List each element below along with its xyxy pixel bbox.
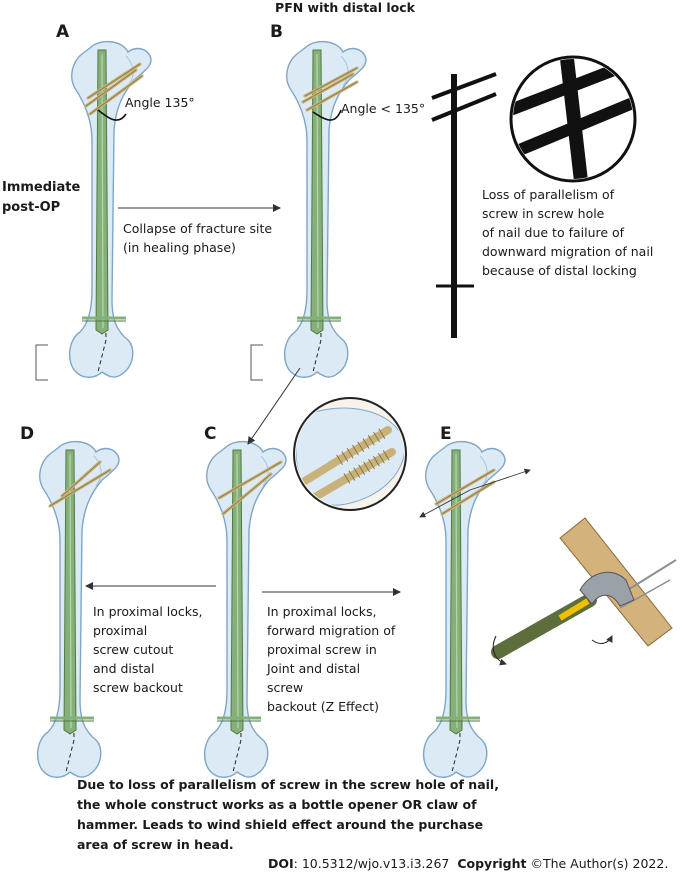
zoom-content-screws [296, 407, 404, 506]
zoom-thread-1 [362, 438, 370, 449]
doi-label: DOI [268, 856, 294, 871]
citation-footer: DOI: 10.5312/wjo.v13.i3.267 Copyright ©T… [268, 856, 668, 871]
zoom-screw-lower [513, 94, 633, 162]
proximal-screw-edge-a-3 [85, 69, 137, 107]
angle-arc-a [97, 109, 127, 121]
zoom-thread-2 [377, 452, 385, 464]
femur-c [205, 442, 286, 778]
femur-b [250, 42, 366, 381]
proximal-screw-edge-b-2 [306, 81, 358, 111]
proximal-screw-edge-b-1 [304, 67, 358, 97]
angle-arc-b [312, 109, 342, 121]
zoom-thread-2 [353, 467, 361, 478]
hammer-head [579, 571, 635, 607]
arrow-b-to-c [247, 367, 301, 445]
proximal-screw-edge-c-2 [222, 473, 272, 515]
panel-label-b: B [270, 22, 283, 42]
zoom-thread-2 [343, 473, 351, 484]
collapse-text: Collapse of fracture site (in healing ph… [123, 221, 273, 255]
arrow-e-out [469, 468, 531, 491]
femur-d [38, 442, 119, 778]
angle-label-b: Angle < 135° [341, 101, 426, 116]
zoom-thread-1 [378, 428, 386, 440]
proximal-screw-edge-a-2 [89, 75, 143, 115]
zoom-thread-1 [367, 435, 375, 446]
immediate-postop-label: Immediate post-OP [2, 180, 81, 215]
forward-migration-text: In proximal locks, forward migration of … [267, 604, 396, 714]
proximal-screw-edge-e-2 [441, 481, 495, 515]
proximal-screw-edge-e-1 [435, 469, 495, 505]
proximal-screw-edge-d-1 [49, 469, 111, 507]
hammer-rotation-arrow [492, 635, 507, 666]
copyright-label: Copyright [457, 856, 527, 871]
zoom-screw-1 [296, 426, 392, 488]
nail-in-wood-2 [619, 579, 671, 609]
panel-label-e: E [440, 424, 452, 444]
zoom-thread-2 [368, 458, 375, 470]
nail-c [230, 449, 244, 735]
panel-label-a: A [56, 22, 70, 42]
figure-title: PFN with distal lock [275, 0, 415, 15]
panel-label-c: C [204, 424, 217, 444]
zoom-thread-2 [372, 455, 380, 467]
doi-value: : 10.5312/wjo.v13.i3.267 [293, 856, 450, 871]
zoom-thread-1 [352, 444, 359, 456]
zoom-thread-1 [341, 451, 349, 462]
zoom-thread-1 [336, 454, 344, 465]
hammer-illustration [491, 517, 677, 666]
hammer-grip-ring [558, 598, 590, 621]
zoom-screw-2 [306, 448, 396, 504]
angle-label-a: Angle 135° [125, 95, 195, 110]
bone-e [424, 442, 505, 778]
proximal-screw-edge-d-2 [61, 461, 101, 497]
schematic-screw-upper [431, 72, 497, 100]
proximal-screw-edge-b-3 [302, 73, 354, 103]
bracket-b [250, 344, 263, 381]
schematic-screw-lower [431, 92, 497, 122]
hammer-pivot-arrow [591, 635, 613, 644]
zoom-thread-1 [357, 441, 365, 452]
zoom-thread-2 [382, 450, 390, 461]
zoom-thread-2 [363, 461, 371, 473]
femur-a [35, 42, 151, 381]
proximal-screw-edge-c-1 [218, 461, 282, 499]
zoom-nail [559, 59, 589, 179]
arrow-e-in [419, 489, 471, 518]
zoom-thread-2 [348, 470, 356, 481]
proximal-cutout-text: In proximal locks, proximal screw cutout… [93, 604, 203, 695]
zoom-thread-1 [373, 431, 380, 443]
copyright-value: ©The Author(s) 2022. [526, 856, 669, 871]
zoom-thread-2 [358, 464, 366, 476]
bracket-a [35, 344, 48, 381]
panel-label-d: D [20, 424, 35, 444]
proximal-screw-edge-a-1 [87, 63, 141, 99]
zoom-thread-1 [346, 447, 354, 459]
loss-of-parallelism-text: Loss of parallelism of screw in screw ho… [482, 187, 654, 278]
caption: Due to loss of parallelism of screw in t… [77, 777, 499, 852]
femur-e [424, 442, 505, 778]
bone-a [70, 42, 151, 378]
bone-b [285, 42, 366, 378]
